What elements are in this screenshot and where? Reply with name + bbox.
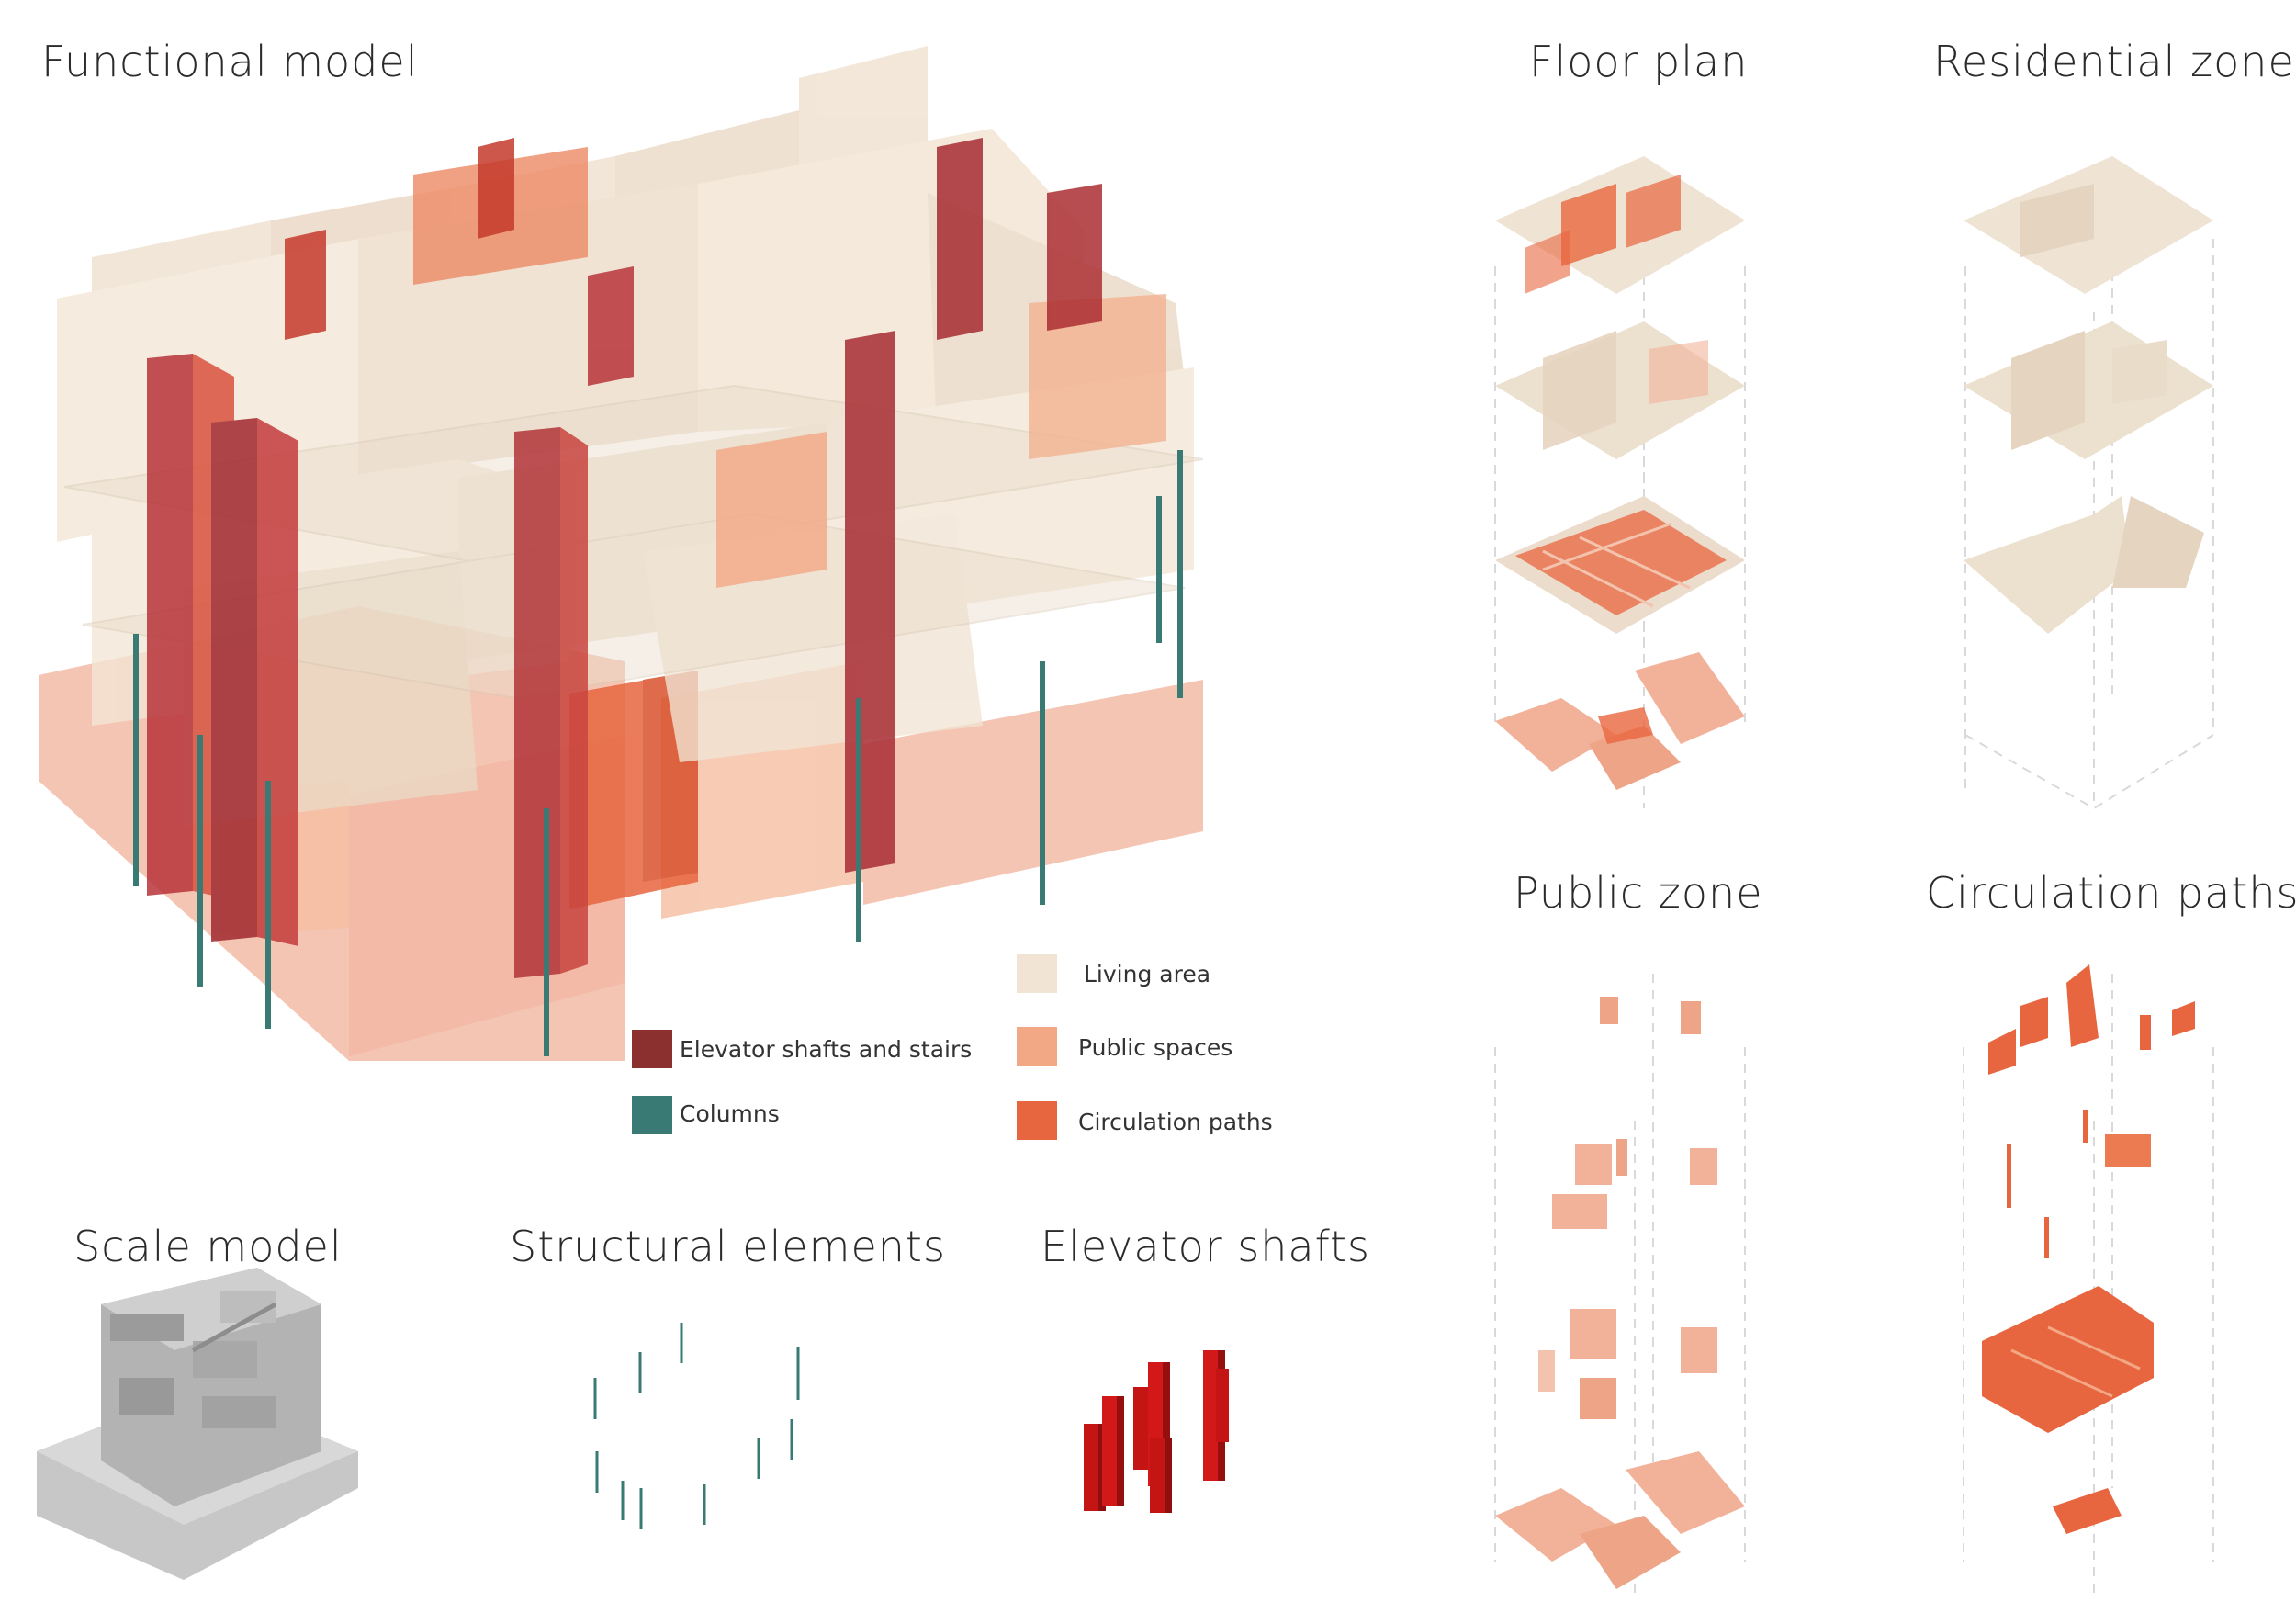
elevator-shafts-drawing	[1084, 1350, 1229, 1513]
title-elevator-shafts: Elevator shafts	[1041, 1222, 1370, 1271]
legend-label: Living area	[1084, 961, 1211, 987]
structural-elements-drawing	[593, 1323, 800, 1529]
circulation-paths-floor	[1982, 1286, 2154, 1433]
title-public-zone: Public zone	[1514, 868, 1763, 918]
legend-circulation-paths: Circulation paths	[1078, 1109, 1273, 1135]
legend-swatch-circulation-paths	[1017, 1101, 1057, 1140]
scale-model-image	[37, 1268, 358, 1580]
public-highlight-volumes	[413, 147, 1166, 588]
legend-columns: Columns	[680, 1100, 780, 1127]
legend-label: Elevator shafts and stairs	[680, 1036, 973, 1063]
title-residential-zone: Residential zone	[1933, 37, 2295, 86]
public-zone-stack	[1494, 974, 1746, 1598]
title-functional-model: Functional model	[41, 37, 419, 86]
column-elements	[133, 450, 1183, 1056]
legend-swatch-public-spaces	[1017, 1027, 1057, 1066]
legend-swatch-elevator-shafts	[632, 1030, 672, 1068]
legend-label: Columns	[680, 1100, 780, 1127]
floor-plan-level-1	[1495, 156, 1745, 294]
legend-living-area: Living area	[1084, 961, 1210, 987]
public-zone-ground	[1495, 1488, 1616, 1562]
legend-label: Circulation paths	[1078, 1109, 1273, 1135]
title-structural-elements: Structural elements	[510, 1222, 946, 1271]
floor-plates	[63, 384, 1204, 700]
circulation-paths-stack	[1963, 964, 2214, 1598]
functional-model-drawing	[39, 46, 1204, 1061]
floor-plan-stack	[1494, 156, 1746, 808]
title-circulation-paths: Circulation paths	[1926, 868, 2296, 918]
title-floor-plan: Floor plan	[1529, 37, 1749, 86]
legend-public-spaces: Public spaces	[1078, 1034, 1232, 1061]
residential-level-3	[1964, 496, 2131, 634]
residential-zone-stack	[1964, 156, 2214, 810]
floor-plan-level-4	[1495, 698, 1616, 772]
residential-level-2	[1964, 321, 2213, 459]
legend-swatch-columns	[632, 1096, 672, 1134]
legend-label: Public spaces	[1078, 1034, 1233, 1061]
legend-swatch-living-area	[1017, 954, 1057, 993]
title-scale-model: Scale model	[73, 1222, 343, 1271]
public-zone-block	[1600, 997, 1618, 1024]
legend-elevator-shafts-and-stairs: Elevator shafts and stairs	[680, 1036, 972, 1063]
